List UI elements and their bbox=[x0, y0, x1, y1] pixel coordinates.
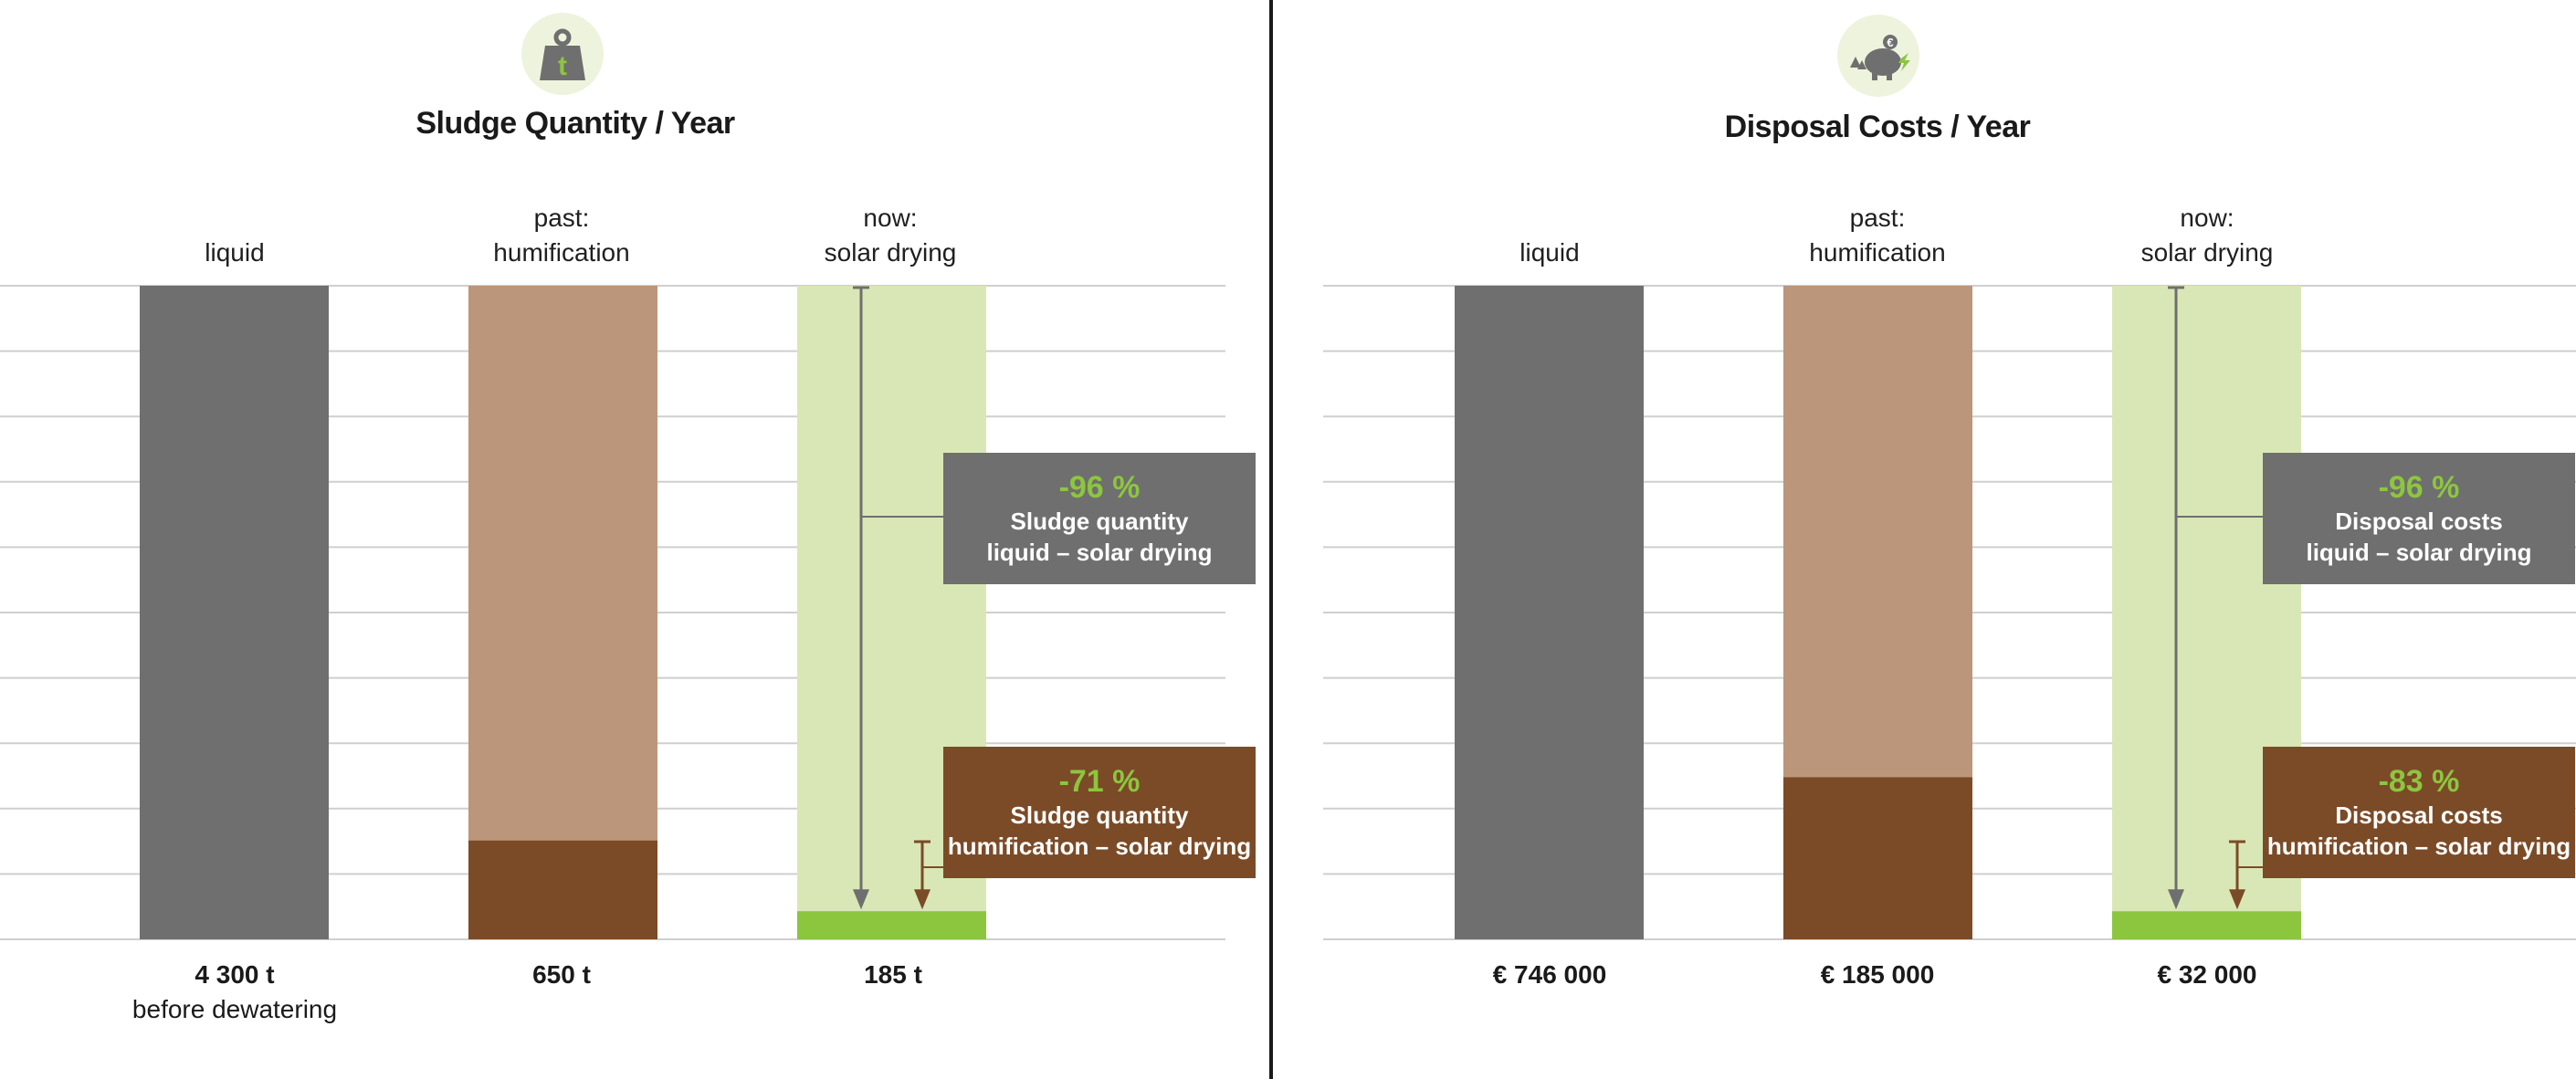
bar-humification bbox=[468, 840, 657, 939]
disposal-costs-panel: € Disposal Costs / Year liquid past: hum… bbox=[1274, 0, 2576, 1079]
callout-line-1: Sludge quantity bbox=[1010, 508, 1189, 535]
bar-liquid bbox=[140, 286, 329, 939]
arrow-humification-head bbox=[914, 889, 931, 910]
sludge-quantity-panel: t Sludge Quantity / Year liquid past: hu… bbox=[0, 0, 1269, 1079]
svg-text:t: t bbox=[558, 51, 567, 81]
callout-percent: -71 % bbox=[1058, 764, 1141, 799]
category-label-now: now: bbox=[863, 204, 918, 232]
category-label-solar: solar drying bbox=[2140, 238, 2274, 267]
category-label-past: past: bbox=[1849, 204, 1906, 232]
callout-liquid-reduction: -96 % Disposal costs liquid – solar dryi… bbox=[2263, 453, 2575, 584]
bar-liquid bbox=[1455, 286, 1644, 939]
category-label-solar: solar drying bbox=[824, 238, 957, 267]
arrow-liquid-head bbox=[2168, 889, 2184, 910]
bar-humification bbox=[1783, 777, 1972, 939]
chart-title: Sludge Quantity / Year bbox=[415, 106, 735, 141]
arrow-liquid-head bbox=[853, 889, 869, 910]
value-label-humification: 650 t bbox=[532, 960, 591, 989]
panel-divider bbox=[1269, 0, 1273, 1079]
callout-line-1: Disposal costs bbox=[2335, 801, 2503, 829]
value-label-liquid: 4 300 t bbox=[195, 960, 275, 989]
bar-solar bbox=[797, 911, 986, 939]
bar-solar bbox=[2112, 911, 2301, 939]
value-label-solar: € 32 000 bbox=[2157, 960, 2257, 989]
callout-percent: -96 % bbox=[1058, 470, 1141, 505]
callout-percent: -96 % bbox=[2378, 470, 2460, 505]
category-label-liquid: liquid bbox=[1519, 238, 1580, 267]
value-label-liquid: € 746 000 bbox=[1492, 960, 1607, 989]
value-note-liquid: before dewatering bbox=[131, 995, 338, 1023]
callout-line-2: humification – solar drying bbox=[947, 833, 1252, 860]
piggy-bank-icon: € bbox=[1837, 15, 1919, 97]
svg-text:€: € bbox=[1887, 36, 1893, 49]
callout-line-1: Disposal costs bbox=[2335, 508, 2503, 535]
category-label-past: past: bbox=[533, 204, 590, 232]
value-label-solar: 185 t bbox=[864, 960, 922, 989]
weight-t-icon: t bbox=[521, 13, 604, 95]
category-label-humification: humification bbox=[493, 238, 630, 267]
arrow-humification-head bbox=[2229, 889, 2245, 910]
callout-line-1: Sludge quantity bbox=[1010, 801, 1189, 829]
chart-title: Disposal Costs / Year bbox=[1724, 110, 2031, 144]
callout-humification-reduction: -71 % Sludge quantity humification – sol… bbox=[943, 747, 1256, 878]
callout-line-2: liquid – solar drying bbox=[986, 539, 1213, 566]
callout-line-2: liquid – solar drying bbox=[2306, 539, 2532, 566]
category-label-humification: humification bbox=[1809, 238, 1946, 267]
bar-humification-reference bbox=[468, 286, 657, 939]
category-label-now: now: bbox=[2180, 204, 2234, 232]
callout-line-2: humification – solar drying bbox=[2266, 833, 2571, 860]
callout-percent: -83 % bbox=[2378, 764, 2460, 799]
callout-liquid-reduction: -96 % Sludge quantity liquid – solar dry… bbox=[943, 453, 1256, 584]
value-label-humification: € 185 000 bbox=[1820, 960, 1935, 989]
category-label-liquid: liquid bbox=[205, 238, 265, 267]
callout-humification-reduction: -83 % Disposal costs humification – sola… bbox=[2263, 747, 2575, 878]
